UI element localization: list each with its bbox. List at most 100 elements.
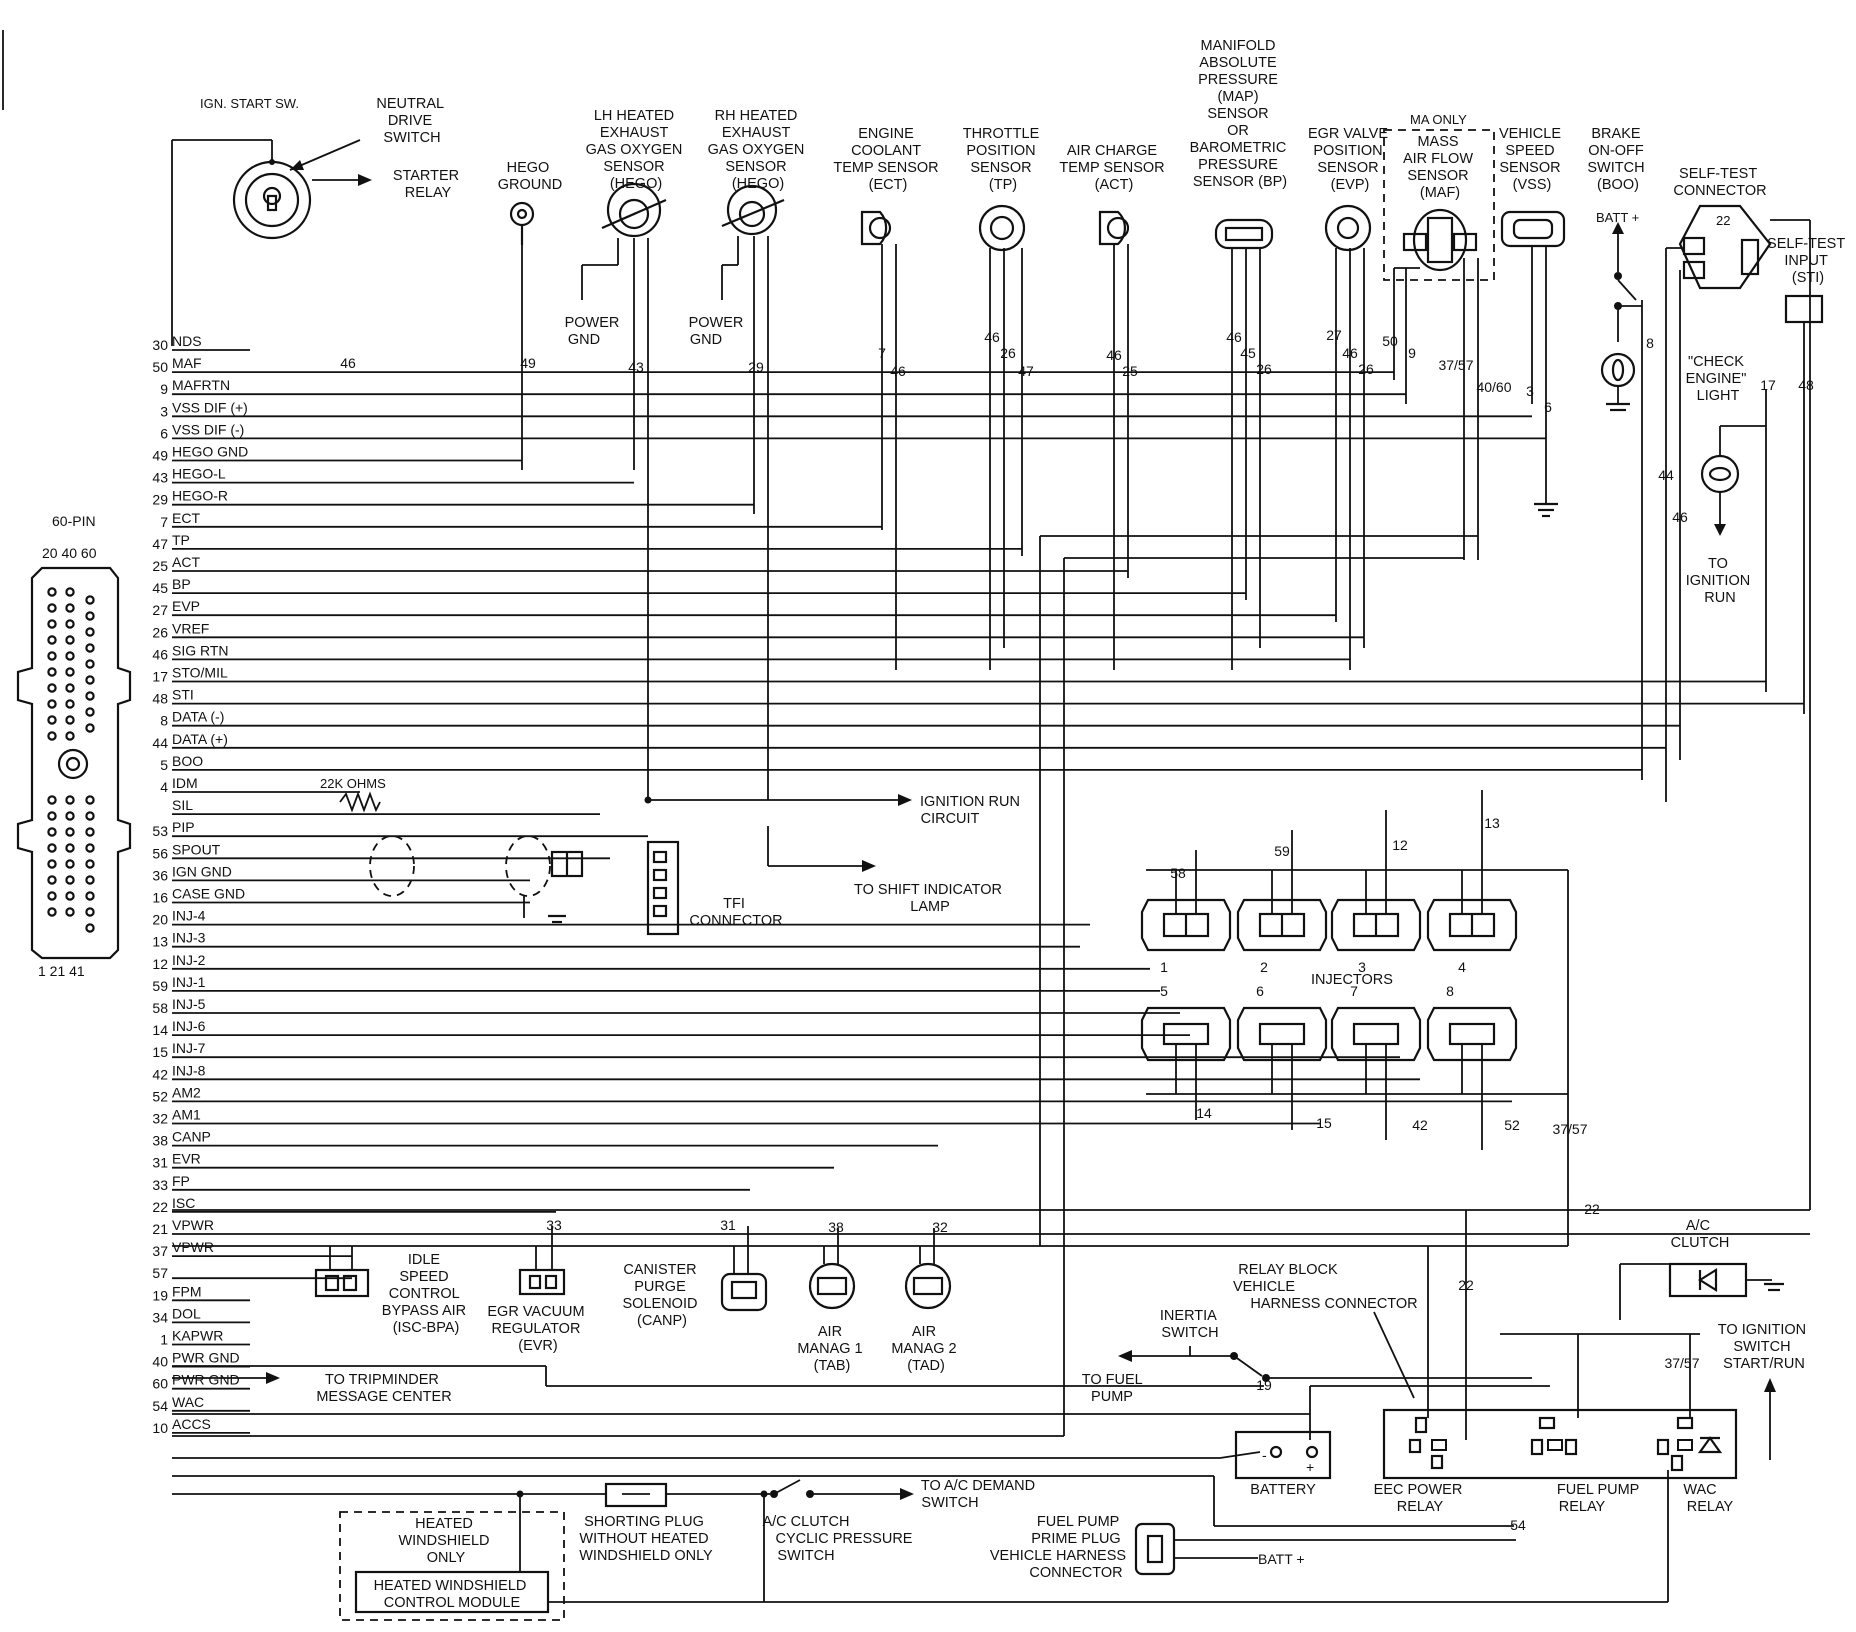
relay-terminal-icon	[1414, 1416, 1428, 1434]
injector-connector-icon	[1330, 898, 1422, 952]
tad-label: AIR MANAG 2 (TAD)	[891, 1324, 960, 1374]
self-test-pin-22: 22	[1716, 213, 1730, 228]
pin-hole-icon	[85, 843, 95, 853]
canp-connector-icon	[720, 1272, 768, 1312]
injector-number: 1	[1160, 959, 1168, 975]
pin-hole-icon	[47, 843, 57, 853]
ring-terminal-hole-icon	[516, 208, 528, 220]
injector-pins-icon	[1258, 1022, 1306, 1046]
accs-circuit: TO A/C DEMAND SWITCH SHORTING PLUG WITHO…	[172, 1470, 1669, 1621]
tfi-connector-icon	[646, 840, 680, 936]
pin-hole-icon	[65, 891, 75, 901]
wire-number: 37/57	[1552, 1121, 1587, 1137]
diode-icon	[1697, 1436, 1723, 1454]
pin-number: 57	[152, 1265, 168, 1281]
maf-pins-icon	[1426, 216, 1454, 264]
evp-connector-icon	[1324, 204, 1372, 252]
check-engine-lamp-icon	[1700, 454, 1740, 494]
pin-hole-icon	[65, 667, 75, 677]
rh-power-gnd-label: POWER GND	[689, 315, 748, 348]
wire-number: 46	[1672, 509, 1688, 525]
injector-connector-icon	[1236, 1006, 1328, 1062]
arrow-right-icon	[900, 1488, 914, 1500]
pin-signal-label: FP	[172, 1173, 190, 1189]
pin-number: 33	[152, 1177, 168, 1193]
wire-number: 17	[1760, 377, 1776, 393]
pin-hole-icon	[85, 691, 95, 701]
pin-number: 47	[152, 536, 168, 552]
arrow-right-icon	[898, 794, 912, 806]
self-test-pin-icon	[1682, 260, 1706, 280]
hego-ground-label: HEGO GROUND	[498, 160, 562, 193]
ignition-keyslot-icon	[266, 194, 278, 212]
prime-plug-icon	[1134, 1522, 1176, 1576]
rh-hego-connector-icon	[726, 184, 778, 236]
wire-number: 6	[1544, 399, 1552, 415]
vss-label: VEHICLE SPEED SENSOR (VSS)	[1499, 126, 1565, 193]
wire-number: 12	[1392, 837, 1408, 853]
pin-hole-icon	[65, 587, 75, 597]
maf-dashed-box	[1383, 129, 1495, 281]
pin-signal-label: VPWR	[172, 1217, 214, 1233]
wire-number: 48	[1798, 377, 1814, 393]
wire-number: 33	[546, 1217, 562, 1233]
lh-hego-sensor: LH HEATED EXHAUST GAS OXYGEN SENSOR (HEG…	[565, 108, 682, 800]
vss-sensor: VEHICLE SPEED SENSOR (VSS)	[1499, 126, 1566, 518]
ohms-label: 22K OHMS	[320, 776, 386, 791]
wire-number: 47	[1018, 363, 1034, 379]
isc-bpa: IDLE SPEED CONTROL BYPASS AIR (ISC-BPA)	[314, 1246, 470, 1336]
pin-signal-label: INJ-8	[172, 1062, 206, 1078]
pin-signal-label: INJ-6	[172, 1018, 206, 1034]
ect-socket-icon	[868, 216, 892, 240]
isc-pin-icon	[342, 1274, 358, 1292]
pin-signal-label: HEGO-L	[172, 466, 226, 482]
arrow-right-icon	[862, 860, 876, 872]
fuel-pump-prime-plug: FUEL PUMP PRIME PLUG VEHICLE HARNESS CON…	[990, 1514, 1516, 1581]
wire-number: 15	[1316, 1115, 1332, 1131]
hego-ground: HEGO GROUND	[498, 160, 562, 470]
tp-connector-icon	[978, 204, 1026, 252]
tfi-area: 22K OHMS IGNITION RUN CIRCUIT TO SHIFT I…	[320, 776, 1020, 936]
maf-tab-right-icon	[1452, 232, 1478, 252]
pin-number: 3	[160, 403, 168, 419]
wire-number: 13	[1484, 815, 1500, 831]
wire-number: 46	[1106, 347, 1122, 363]
wire-number: 46	[1226, 329, 1242, 345]
pin-number: 34	[152, 1309, 168, 1325]
pin-signal-label: AM1	[172, 1107, 201, 1123]
pin-number: 9	[160, 381, 168, 397]
vss-connector-icon	[1500, 210, 1566, 248]
injector-connector-icon	[1330, 1006, 1422, 1062]
maf-connector-icon	[1412, 208, 1468, 272]
act-connector-icon	[1098, 210, 1126, 246]
relay-terminal-icon	[1538, 1416, 1556, 1430]
ac-demand-label: TO A/C DEMAND SWITCH	[921, 1478, 1039, 1511]
ignition-keyhole-icon	[262, 186, 282, 206]
pin-number: 49	[152, 448, 168, 464]
wire-number: 14	[1196, 1105, 1212, 1121]
isc-label: IDLE SPEED CONTROL BYPASS AIR (ISC-BPA)	[382, 1252, 470, 1336]
pin-signal-label: IDM	[172, 775, 198, 791]
maf-tab-left-icon	[1402, 232, 1428, 252]
ignition-switch-ring-icon	[244, 172, 300, 228]
wire-number: 38	[828, 1219, 844, 1235]
pin-number: 5	[160, 757, 168, 773]
evr-label: EGR VACUUM REGULATOR (EVR)	[487, 1304, 588, 1354]
wire-number: 7	[878, 345, 886, 361]
lh-power-gnd-label: POWER GND	[565, 315, 624, 348]
tp-socket-icon	[989, 215, 1015, 241]
tripminder-label: TO TRIPMINDER MESSAGE CENTER	[316, 1372, 451, 1405]
map-bp-sensor: MANIFOLD ABSOLUTE PRESSURE (MAP) SENSOR …	[1190, 38, 1287, 670]
pin-number: 17	[152, 669, 168, 685]
